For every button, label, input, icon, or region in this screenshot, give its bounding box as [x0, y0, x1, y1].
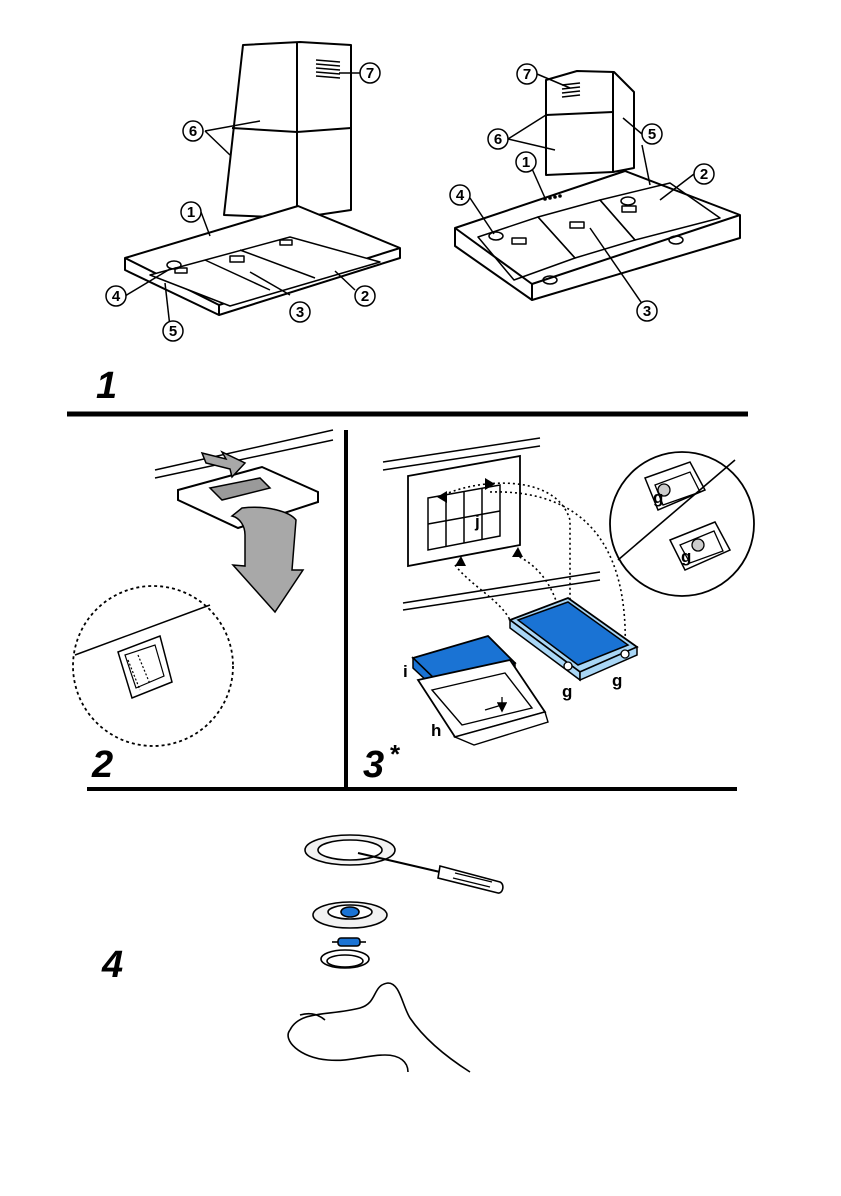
- left-callout-4: 4: [106, 286, 126, 306]
- svg-text:3: 3: [643, 303, 651, 320]
- letter-i: i: [403, 662, 408, 681]
- lamp-socket: [341, 907, 359, 917]
- right-callout-2: 2: [694, 164, 714, 184]
- step-3-asterisk: *: [390, 739, 401, 769]
- screwdriver-handle: [438, 866, 503, 893]
- panel-4-illustration: [288, 835, 503, 1072]
- svg-text:3: 3: [296, 304, 304, 321]
- svg-text:6: 6: [189, 123, 197, 140]
- right-callout-1: 1: [516, 152, 536, 172]
- left-callout-2: 2: [355, 286, 375, 306]
- step-1-label: 1: [96, 365, 117, 407]
- swing-down-arrow: [232, 507, 303, 612]
- step-2-label: 2: [91, 744, 113, 786]
- right-hood-illustration: [455, 71, 740, 300]
- hand: [288, 983, 470, 1072]
- svg-text:7: 7: [366, 65, 374, 82]
- left-callout-3: 3: [290, 302, 310, 322]
- svg-text:1: 1: [187, 204, 195, 221]
- letter-h: h: [431, 721, 441, 740]
- bulb: [338, 938, 360, 946]
- detail-circle: [610, 452, 754, 596]
- step-3-label: 3: [363, 744, 384, 786]
- svg-text:7: 7: [523, 66, 531, 83]
- svg-text:2: 2: [700, 166, 708, 183]
- panel-2-illustration: [73, 430, 333, 746]
- svg-text:6: 6: [494, 131, 502, 148]
- svg-text:4: 4: [112, 288, 121, 305]
- letter-j: j: [474, 512, 480, 531]
- right-callout-3: 3: [637, 301, 657, 321]
- svg-text:1: 1: [522, 154, 530, 171]
- letter-g-4: g: [681, 547, 691, 566]
- right-callout-5: 5: [642, 124, 662, 144]
- left-callout-5: 5: [163, 321, 183, 341]
- left-callout-1: 1: [181, 202, 201, 222]
- left-callout-6: 6: [183, 121, 203, 141]
- letter-g-1: g: [562, 682, 572, 701]
- left-callout-7: 7: [360, 63, 380, 83]
- svg-text:2: 2: [361, 288, 369, 305]
- svg-text:4: 4: [456, 187, 465, 204]
- right-callout-7: 7: [517, 64, 537, 84]
- letter-g-3: g: [653, 488, 663, 507]
- right-callout-4: 4: [450, 185, 470, 205]
- left-hood-illustration: [125, 42, 400, 315]
- svg-text:5: 5: [169, 323, 177, 340]
- right-callout-6: 6: [488, 129, 508, 149]
- letter-g-2: g: [612, 671, 622, 690]
- step-4-label: 4: [101, 944, 123, 986]
- svg-text:5: 5: [648, 126, 656, 143]
